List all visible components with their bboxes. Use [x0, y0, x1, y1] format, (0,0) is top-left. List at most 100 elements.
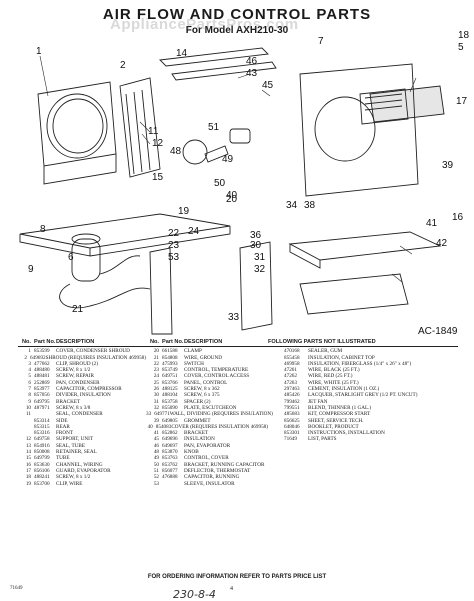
illus-no: 26	[153, 386, 159, 393]
callout-39: 39	[442, 160, 454, 171]
illus-no: 15	[25, 455, 31, 462]
callout-12: 12	[152, 138, 164, 149]
part-no: 488241	[34, 474, 50, 481]
part-no: 853599	[34, 348, 50, 355]
illus-no: 20	[153, 348, 159, 355]
illus-no: 49	[153, 455, 159, 462]
base-pan-drawing	[19, 213, 231, 257]
table-row: 47262 WIRE, RED (25 FT.)	[268, 373, 458, 379]
illus-no: 31	[153, 398, 159, 405]
callout-9: 9	[28, 264, 34, 275]
callout-5: 5	[458, 42, 464, 53]
callout-30: 30	[250, 240, 262, 251]
illus-no: 51	[153, 467, 159, 474]
part-no: 853314	[34, 417, 50, 424]
illus-no: 8	[28, 392, 31, 399]
description: CAPACITOR, COMPRESSOR	[56, 386, 122, 393]
illus-no: 12	[25, 436, 31, 443]
part-no: 487971	[34, 404, 50, 411]
description: CHANNEL, WIRING	[56, 461, 103, 468]
description: BLEND, THINNER (1 GAL.)	[308, 404, 372, 411]
callout-2: 2	[120, 60, 126, 71]
description: SEAL, CONDENSER	[56, 411, 103, 418]
part-no: 855090	[162, 404, 178, 411]
description: WIRE, GROUND	[184, 354, 223, 361]
description: BOOKLET, PRODUCT	[308, 423, 359, 430]
page-number: 4	[230, 586, 233, 592]
table-header: No. Part No. DESCRIPTION	[18, 339, 146, 348]
part-no: 649697	[162, 442, 178, 449]
part-no: 854916	[34, 442, 50, 449]
description: SEAL, TUBE	[56, 442, 86, 449]
description: TUBE	[56, 455, 70, 462]
illus-no: 22	[153, 360, 159, 367]
description: GROMMET	[184, 417, 211, 424]
leader-lines	[39, 55, 417, 283]
illus-no: 50	[153, 461, 159, 468]
illus-no: 1	[28, 348, 31, 355]
table-row: 799551 BLEND, THINNER (1 GAL.)	[268, 405, 458, 411]
illus-no	[268, 436, 284, 442]
illus-no: 2	[24, 354, 27, 361]
part-no: 488125	[162, 386, 178, 393]
illus-no: 21	[153, 354, 159, 361]
part-no: 856625	[284, 417, 300, 424]
description: WIRE, RED (25 FT.)	[308, 373, 353, 380]
part-no: 71649	[284, 436, 297, 443]
part-no: 649799	[34, 455, 50, 462]
description: BRACKET, RUNNING CAPACITOR	[184, 461, 265, 468]
callout-46: 46	[246, 56, 258, 67]
part-no: 799462	[284, 398, 300, 405]
description: CEMENT, INSULATION (1 OZ.)	[308, 386, 380, 393]
illus-no: 41	[153, 430, 159, 437]
description: SPACER (2)	[184, 398, 211, 405]
illus-no: 6	[28, 379, 31, 386]
description: CONTROL, TEMPERATURE	[184, 367, 249, 374]
description: BRACKET	[184, 430, 209, 437]
callout-17: 17	[456, 96, 468, 107]
part-no: 649692	[30, 354, 46, 361]
part-no: 470168	[284, 348, 300, 355]
callout-48: 48	[170, 146, 182, 157]
illus-no: 17	[25, 467, 31, 474]
description: SHEET, SERVICE TECH.	[308, 417, 364, 424]
table-row: 856625 SHEET, SERVICE TECH.	[268, 418, 458, 424]
part-no: 47262	[284, 373, 297, 380]
illus-no: 45	[153, 436, 159, 443]
cover-plate-drawing	[299, 273, 409, 315]
description: RETAINER, SEAL	[56, 449, 97, 456]
evaporator-pan-drawing	[288, 231, 442, 269]
callout-15: 15	[152, 172, 164, 183]
illus-no: 24	[153, 373, 159, 380]
part-no: 649771	[154, 411, 170, 418]
illus-no: 46	[153, 442, 159, 449]
part-no: 853762	[162, 461, 178, 468]
callout-38: 38	[304, 200, 316, 211]
illus-no: 3	[28, 360, 31, 367]
part-no: 799551	[284, 404, 300, 411]
callout-53: 53	[168, 252, 180, 263]
description: WIRE, WHITE (25 FT.)	[308, 379, 359, 386]
description: SLEEVE, INSULATOR	[184, 480, 235, 487]
part-no: 853316	[34, 430, 50, 437]
description: PAN, EVAPORATOR	[184, 442, 231, 449]
